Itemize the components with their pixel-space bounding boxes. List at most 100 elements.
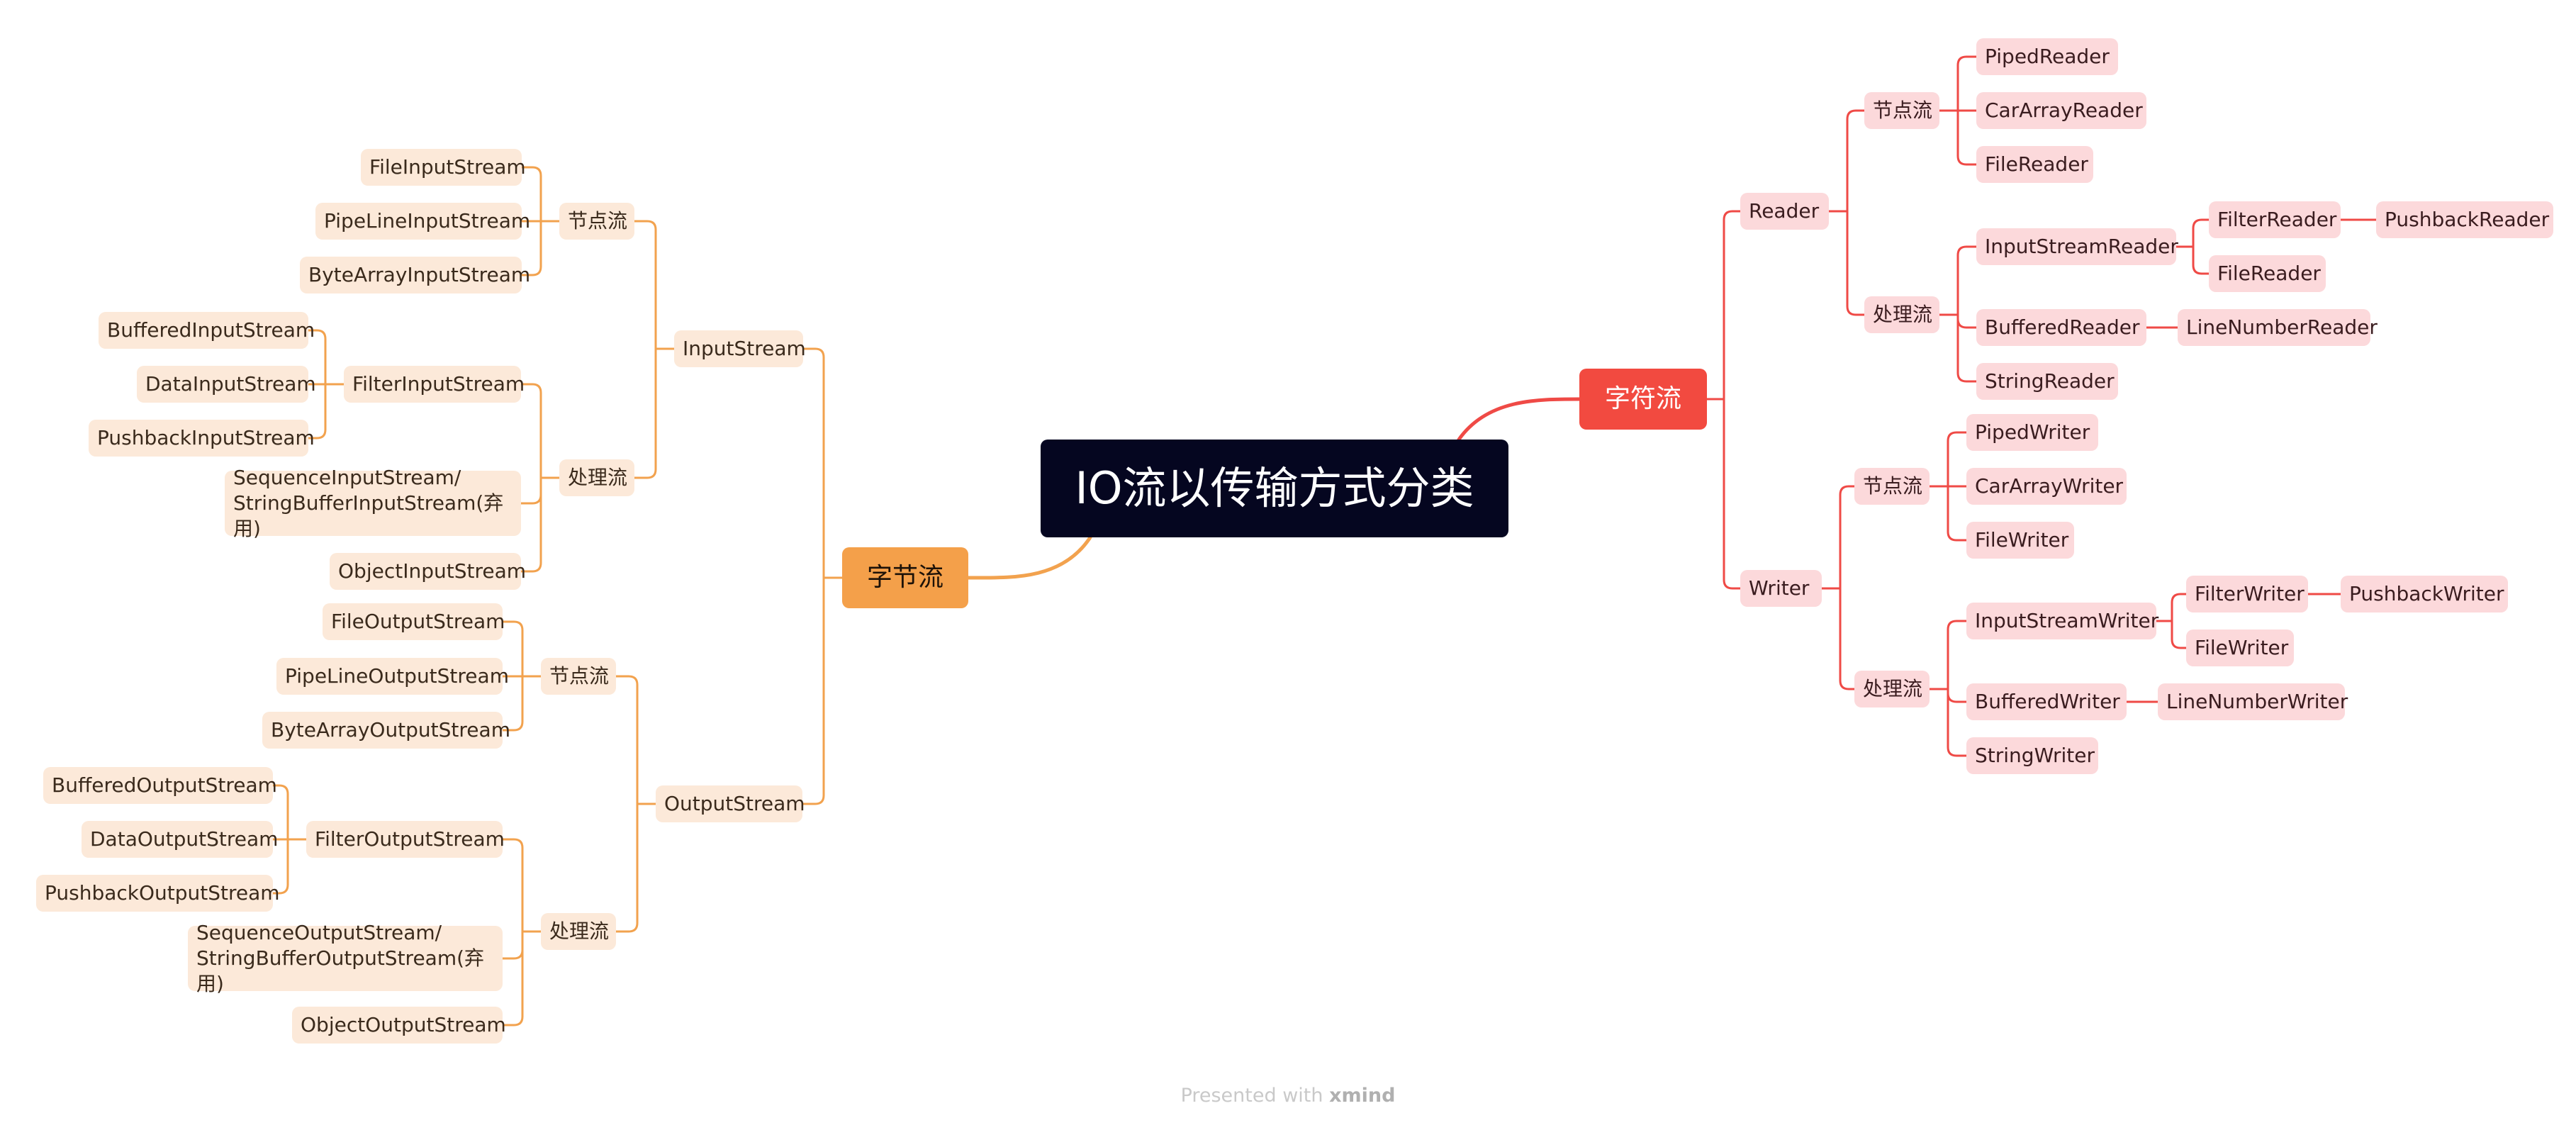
xmind-brand: xmind	[1329, 1085, 1396, 1107]
connector-line	[802, 347, 825, 579]
dataoutputstream-topic[interactable]: DataOutputStream	[82, 821, 278, 858]
bufferedoutputstream-topic[interactable]: BufferedOutputStream	[43, 767, 277, 804]
linenumberreader-topic[interactable]: LineNumberReader	[2178, 309, 2378, 346]
connector-line	[520, 220, 542, 276]
filterwriter-topic[interactable]: FilterWriter	[2186, 576, 2308, 612]
connector-line	[1947, 688, 1968, 757]
char-stream-branch[interactable]: 字符流	[1579, 369, 1707, 430]
connector-line	[307, 329, 327, 386]
writer-topic[interactable]: Writer	[1740, 570, 1822, 607]
reader-processing-stream-group[interactable]: 处理流	[1864, 296, 1939, 333]
pipelineoutputstream-topic[interactable]: PipeLineOutputStream	[276, 658, 509, 695]
input-node-stream-group[interactable]: 节点流	[559, 203, 634, 240]
filereader-topic[interactable]: FileReader	[2209, 255, 2326, 292]
pushbackinputstream-topic[interactable]: PushbackInputStream	[89, 420, 315, 457]
presented-with-xmind-footer: Presented with xmind	[0, 1085, 2576, 1107]
inputstream-topic[interactable]: InputStream	[674, 330, 806, 367]
connector-line	[271, 838, 289, 895]
connector-line	[271, 784, 289, 841]
input-processing-stream-group[interactable]: 处理流	[559, 459, 634, 496]
pushbackoutputstream-topic[interactable]: PushbackOutputStream	[36, 875, 280, 912]
connector-line	[1839, 485, 1856, 590]
connector-line	[501, 930, 524, 1026]
fileoutputstream-topic[interactable]: FileOutputStream	[323, 603, 505, 640]
connector-line	[1947, 688, 1968, 703]
connector-line	[1947, 620, 1968, 690]
connector-line	[1956, 55, 1978, 112]
objectoutputstream-topic[interactable]: ObjectOutputStream	[292, 1007, 506, 1044]
reader-topic[interactable]: Reader	[1740, 193, 1829, 230]
connector-line	[1956, 313, 1978, 383]
writer-processing-stream-group[interactable]: 处理流	[1854, 671, 1930, 707]
byte-stream-branch[interactable]: 字节流	[842, 547, 968, 608]
connector-line	[520, 166, 542, 223]
connector-line	[1846, 210, 1866, 316]
connector-center-to-byte	[966, 535, 1092, 580]
connector-line	[501, 675, 524, 732]
sequenceoutputstream-topic[interactable]: SequenceOutputStream/ StringBufferOutput…	[188, 921, 503, 995]
fileinputstream-topic[interactable]: FileInputStream	[361, 149, 526, 186]
objectinputstream-topic[interactable]: ObjectInputStream	[330, 553, 526, 590]
connector-line	[615, 675, 639, 805]
connector-line	[633, 347, 657, 479]
connector-line	[1723, 398, 1742, 590]
connector-line	[1947, 485, 1968, 542]
connector-line	[501, 838, 524, 933]
pipedreader-topic[interactable]: PipedReader	[1976, 38, 2118, 75]
filereader-topic[interactable]: FileReader	[1976, 146, 2093, 183]
pipelineinputstream-topic[interactable]: PipeLineInputStream	[315, 203, 530, 240]
connector-center-to-char	[1457, 397, 1581, 442]
pushbackreader-topic[interactable]: PushbackReader	[2376, 201, 2553, 238]
outputstream-topic[interactable]: OutputStream	[656, 785, 805, 822]
connector-line	[1723, 210, 1742, 401]
connector-line	[520, 476, 542, 505]
filterreader-topic[interactable]: FilterReader	[2209, 201, 2341, 238]
connector-line	[307, 383, 327, 440]
sequence-line-2: StringBufferOutputStream(弃用)	[196, 946, 485, 995]
pipedwriter-topic[interactable]: PipedWriter	[1966, 414, 2098, 451]
inputstreamreader-topic[interactable]: InputStreamReader	[1976, 228, 2178, 265]
bytearrayinputstream-topic[interactable]: ByteArrayInputStream	[300, 257, 530, 293]
cararrayreader-topic[interactable]: CarArrayReader	[1976, 92, 2146, 129]
bufferedreader-topic[interactable]: BufferedReader	[1976, 309, 2146, 346]
cararraywriter-topic[interactable]: CarArrayWriter	[1966, 468, 2127, 505]
sequence-line-2: StringBufferInputStream(弃用)	[233, 491, 504, 540]
filteroutputstream-topic[interactable]: FilterOutputStream	[306, 821, 505, 858]
connector-line	[520, 383, 542, 479]
connector-line	[615, 802, 639, 933]
central-topic[interactable]: IO流以传输方式分类	[1041, 440, 1508, 537]
bytearrayoutputstream-topic[interactable]: ByteArrayOutputStream	[262, 712, 510, 749]
filewriter-topic[interactable]: FileWriter	[2186, 630, 2294, 666]
connector-line	[501, 930, 524, 960]
output-node-stream-group[interactable]: 节点流	[541, 658, 616, 695]
reader-node-stream-group[interactable]: 节点流	[1864, 92, 1939, 129]
connector-line	[1956, 313, 1978, 329]
output-processing-stream-group[interactable]: 处理流	[541, 913, 616, 950]
datainputstream-topic[interactable]: DataInputStream	[137, 366, 316, 403]
connector-line	[501, 620, 524, 678]
connector-line	[1846, 109, 1866, 213]
connector-line	[1947, 431, 1968, 488]
connector-line	[520, 476, 542, 573]
stringwriter-topic[interactable]: StringWriter	[1966, 737, 2098, 774]
connector-line	[1839, 587, 1856, 690]
sequence-line-1: SequenceInputStream/	[233, 466, 461, 489]
linenumberwriter-topic[interactable]: LineNumberWriter	[2158, 683, 2348, 720]
filewriter-topic[interactable]: FileWriter	[1966, 522, 2074, 559]
sequenceinputstream-topic[interactable]: SequenceInputStream/ StringBufferInputSt…	[225, 466, 521, 540]
sequence-line-1: SequenceOutputStream/	[196, 921, 442, 944]
connector-line	[801, 576, 825, 805]
connector-line	[2171, 593, 2188, 622]
filterinputstream-topic[interactable]: FilterInputStream	[344, 366, 525, 403]
footer-prefix: Presented with	[1180, 1085, 1330, 1107]
writer-node-stream-group[interactable]: 节点流	[1854, 468, 1930, 505]
connector-line	[1956, 245, 1978, 316]
connector-line	[633, 220, 657, 350]
stringreader-topic[interactable]: StringReader	[1976, 363, 2118, 400]
inputstreamwriter-topic[interactable]: InputStreamWriter	[1966, 603, 2158, 639]
bufferedwriter-topic[interactable]: BufferedWriter	[1966, 683, 2127, 720]
bufferedinputstream-topic[interactable]: BufferedInputStream	[99, 312, 315, 349]
pushbackwriter-topic[interactable]: PushbackWriter	[2341, 576, 2508, 612]
